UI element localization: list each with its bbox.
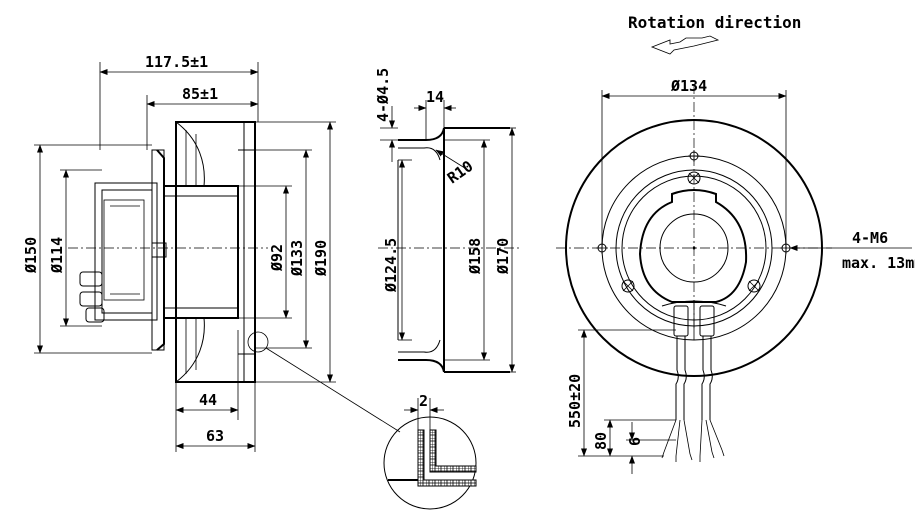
side-view: 117.5±1 85±1 Ø150 Ø114 Ø92 Ø133 Ø190 44 <box>22 53 401 452</box>
dim-dia-124-5: Ø124.5 <box>382 238 400 293</box>
dim-radius: R10 <box>444 157 477 187</box>
dim-dia-158: Ø158 <box>466 238 484 275</box>
dim-dia-150: Ø150 <box>22 237 40 274</box>
rotation-arrow-icon <box>650 35 720 55</box>
rotation-indicator: Rotation direction <box>628 13 801 55</box>
dim-gap-2: 2 <box>419 392 428 410</box>
rotation-label: Rotation direction <box>628 13 801 32</box>
screw-icons <box>621 171 761 293</box>
detail-view: 2 <box>383 392 477 510</box>
dim-dia-170: Ø170 <box>494 238 512 275</box>
front-view: Ø134 4-M6 max. 13mm 550±20 80 6 <box>556 77 915 474</box>
dim-len-44: 44 <box>199 391 217 409</box>
dim-dia-133: Ø133 <box>288 240 306 277</box>
dim-strip-6: 6 <box>626 437 644 446</box>
dim-overall-length: 117.5±1 <box>145 53 208 71</box>
dim-dia-190: Ø190 <box>312 240 330 277</box>
dim-thread: 4-M6 <box>852 229 888 247</box>
dim-width-14: 14 <box>426 88 444 106</box>
section-view: 4-Ø4.5 14 R10 Ø124.5 Ø158 Ø170 <box>374 68 520 373</box>
dim-dia-134: Ø134 <box>670 77 707 95</box>
dim-dia-92: Ø92 <box>268 244 286 272</box>
dim-strip-80: 80 <box>592 432 610 450</box>
dim-dia-114: Ø114 <box>48 237 66 274</box>
dim-len-63: 63 <box>206 427 224 445</box>
dim-cable-length: 550±20 <box>566 374 584 428</box>
dim-rotor-length: 85±1 <box>182 85 218 103</box>
dim-thread-depth: max. 13mm <box>842 254 915 272</box>
dim-holes: 4-Ø4.5 <box>374 68 392 122</box>
